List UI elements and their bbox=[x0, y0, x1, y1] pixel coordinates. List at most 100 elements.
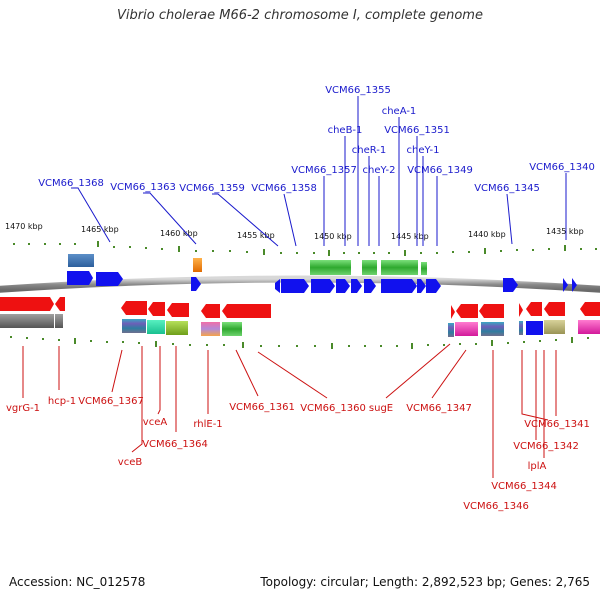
gene-arrow bbox=[67, 271, 93, 285]
gene-arrow bbox=[563, 278, 568, 292]
top-tick-row bbox=[13, 241, 597, 256]
top-feature-track bbox=[68, 254, 427, 275]
feature-block bbox=[55, 314, 63, 328]
feature-block bbox=[201, 322, 220, 336]
gene-arrow bbox=[417, 279, 426, 293]
gene-label: VCM66_1367 bbox=[78, 396, 144, 407]
gene-label: cheB-1 bbox=[328, 125, 363, 136]
gene-arrow bbox=[148, 302, 165, 316]
gene-arrow bbox=[351, 279, 362, 293]
gene-label: VCM66_1358 bbox=[251, 183, 317, 194]
gene-label: VCM66_1341 bbox=[524, 419, 590, 430]
reverse-genes bbox=[0, 297, 600, 319]
gene-label: vceB bbox=[118, 457, 143, 468]
gene-label: VCM66_1359 bbox=[179, 183, 245, 194]
gene-label: VCM66_1360 bbox=[300, 403, 366, 414]
gene-label: VCM66_1364 bbox=[142, 439, 208, 450]
gene-label: VCM66_1346 bbox=[463, 501, 529, 512]
scale-label: 1465 kbp bbox=[81, 225, 119, 234]
gene-label: cheA-1 bbox=[382, 106, 417, 117]
gene-arrow bbox=[275, 279, 280, 293]
bottom-feature-track bbox=[0, 314, 600, 337]
gene-label: VCM66_1363 bbox=[110, 182, 176, 193]
gene-label: VCM66_1368 bbox=[38, 178, 104, 189]
gene-arrow bbox=[426, 279, 441, 293]
bottom-labels: vgrG-1 hcp-1 VCM66_1367 vceA vceB VCM66_… bbox=[6, 396, 590, 512]
gene-arrow bbox=[456, 304, 478, 318]
gene-label: VCM66_1361 bbox=[229, 402, 295, 413]
scale-label: 1440 kbp bbox=[468, 230, 506, 239]
gene-arrow bbox=[201, 304, 220, 318]
scale-label: 1435 kbp bbox=[546, 227, 584, 236]
feature-block bbox=[122, 319, 146, 333]
gene-arrow bbox=[281, 279, 309, 293]
gene-label: sugE bbox=[369, 403, 393, 414]
feature-block bbox=[578, 320, 600, 334]
gene-label: vgrG-1 bbox=[6, 403, 40, 414]
gene-arrow bbox=[479, 304, 504, 318]
feature-block bbox=[481, 322, 504, 336]
gene-label: VCM66_1342 bbox=[513, 441, 579, 452]
gene-label: VCM66_1344 bbox=[491, 481, 557, 492]
gene-label: rhlE-1 bbox=[193, 419, 222, 430]
gene-label: VCM66_1351 bbox=[384, 125, 450, 136]
gene-label: VCM66_1347 bbox=[406, 403, 472, 414]
gene-arrow bbox=[311, 279, 335, 293]
gene-label: cheR-1 bbox=[352, 145, 387, 156]
bottom-leader-lines bbox=[22, 343, 557, 478]
gene-arrow bbox=[503, 278, 518, 292]
feature-block bbox=[193, 258, 202, 272]
forward-genes bbox=[67, 271, 577, 293]
feature-block bbox=[362, 260, 377, 275]
gene-arrow bbox=[0, 297, 54, 311]
gene-arrow bbox=[222, 304, 271, 318]
scale-labels: 1470 kbp 1465 kbp 1460 kbp 1455 kbp 1450… bbox=[5, 222, 584, 241]
gene-label: vceA bbox=[143, 417, 168, 428]
feature-block bbox=[544, 320, 565, 334]
feature-block bbox=[455, 322, 478, 336]
gene-arrow bbox=[580, 302, 600, 316]
gene-arrow bbox=[544, 302, 565, 316]
bottom-tick-row bbox=[10, 336, 589, 349]
topology-text: Topology: circular; Length: 2,892,523 bp… bbox=[260, 575, 590, 589]
gene-arrow bbox=[381, 279, 417, 293]
top-labels: VCM66_1355 cheA-1 cheB-1 VCM66_1351 cheR… bbox=[38, 85, 595, 194]
feature-block bbox=[310, 260, 351, 275]
accession-text: Accession: NC_012578 bbox=[9, 575, 146, 589]
gene-label: VCM66_1357 bbox=[291, 165, 357, 176]
feature-block bbox=[381, 260, 418, 275]
gene-arrow bbox=[364, 279, 376, 293]
gene-label: cheY-2 bbox=[363, 165, 396, 176]
gene-label: VCM66_1355 bbox=[325, 85, 391, 96]
gene-arrow bbox=[55, 297, 65, 311]
gene-label: cheY-1 bbox=[407, 145, 440, 156]
feature-block bbox=[222, 322, 242, 336]
feature-block bbox=[526, 321, 543, 335]
gene-arrow bbox=[191, 277, 201, 291]
gene-label: VCM66_1349 bbox=[407, 165, 473, 176]
gene-arrow bbox=[167, 303, 189, 317]
gene-arrow bbox=[572, 278, 577, 292]
gene-arrow bbox=[451, 305, 455, 319]
gene-label: lplA bbox=[528, 461, 547, 472]
gene-arrow bbox=[121, 301, 147, 315]
gene-label: VCM66_1340 bbox=[529, 162, 595, 173]
scale-label: 1460 kbp bbox=[160, 229, 198, 238]
scale-label: 1455 kbp bbox=[237, 231, 275, 240]
scale-label: 1445 kbp bbox=[391, 232, 429, 241]
gene-arrow bbox=[96, 272, 123, 286]
feature-block bbox=[519, 321, 523, 335]
gene-label: VCM66_1345 bbox=[474, 183, 540, 194]
feature-block bbox=[68, 254, 94, 267]
gene-arrow bbox=[519, 303, 523, 317]
feature-block bbox=[0, 314, 54, 328]
feature-block bbox=[166, 321, 188, 335]
gene-arrow bbox=[336, 279, 350, 293]
page-title: Vibrio cholerae M66-2 chromosome I, comp… bbox=[117, 8, 483, 23]
gene-arrow bbox=[526, 302, 542, 316]
scale-label: 1450 kbp bbox=[314, 232, 352, 241]
feature-block bbox=[448, 323, 454, 337]
feature-block bbox=[421, 262, 427, 275]
